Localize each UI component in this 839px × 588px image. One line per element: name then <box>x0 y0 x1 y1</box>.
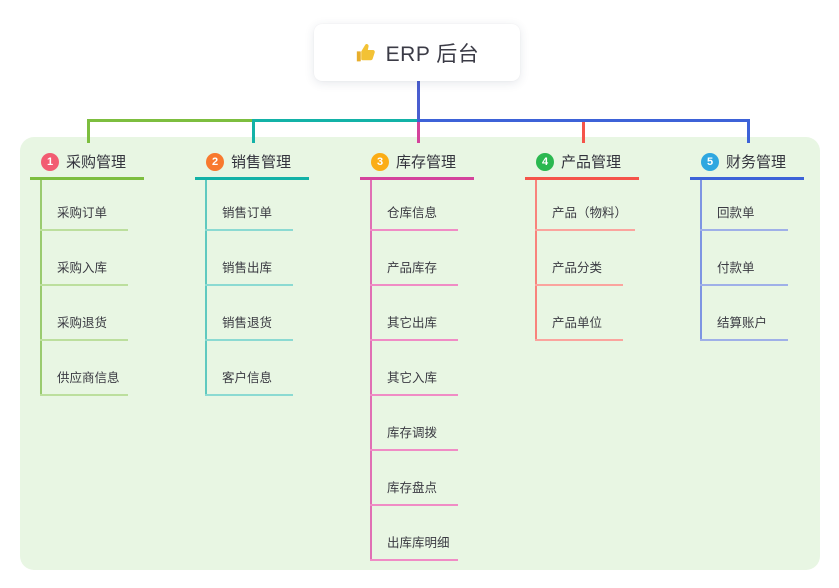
branch-node-3[interactable]: 3 库存管理 <box>360 146 474 180</box>
child-node[interactable]: 采购退货 <box>40 315 128 341</box>
branch-index-badge: 2 <box>206 152 224 171</box>
connector-line <box>417 119 420 143</box>
branch-index-badge: 3 <box>371 152 389 171</box>
root-title: ERP 后台 <box>385 42 480 66</box>
connector-line <box>252 119 417 122</box>
branch-node-4[interactable]: 4 产品管理 <box>525 146 639 180</box>
branch-title: 财务管理 <box>726 154 787 171</box>
branch-index-badge: 1 <box>41 152 59 171</box>
child-node[interactable]: 出库库明细 <box>370 535 458 561</box>
root-node[interactable]: ERP 后台 <box>314 24 520 81</box>
child-rail-line <box>535 178 537 341</box>
child-node[interactable]: 采购入库 <box>40 260 128 286</box>
branch-title: 销售管理 <box>231 154 292 171</box>
branch-index-badge: 5 <box>701 152 719 171</box>
child-node[interactable]: 客户信息 <box>205 370 293 396</box>
child-node[interactable]: 仓库信息 <box>370 205 458 231</box>
branch-index-badge: 4 <box>536 152 554 171</box>
child-rail-line <box>205 178 207 396</box>
mindmap-background-panel <box>20 137 820 570</box>
connector-line <box>582 119 585 143</box>
child-node[interactable]: 供应商信息 <box>40 370 128 396</box>
child-node[interactable]: 其它入库 <box>370 370 458 396</box>
branch-title: 库存管理 <box>396 154 457 171</box>
branch-node-5[interactable]: 5 财务管理 <box>690 146 804 180</box>
child-node[interactable]: 其它出库 <box>370 315 458 341</box>
child-node[interactable]: 回款单 <box>700 205 788 231</box>
child-node[interactable]: 付款单 <box>700 260 788 286</box>
connector-line <box>417 119 750 122</box>
child-node[interactable]: 产品（物料） <box>535 205 636 231</box>
branch-node-2[interactable]: 2 销售管理 <box>195 146 309 180</box>
child-rail-line <box>700 178 702 341</box>
thumbs-up-icon <box>355 42 377 64</box>
connector-line <box>417 81 420 119</box>
child-rail-line <box>40 178 42 396</box>
connector-line <box>747 119 750 143</box>
child-node[interactable]: 库存调拨 <box>370 425 458 451</box>
connector-line <box>87 119 90 143</box>
child-node[interactable]: 销售出库 <box>205 260 293 286</box>
child-node[interactable]: 结算账户 <box>700 315 788 341</box>
branch-title: 产品管理 <box>561 154 622 171</box>
child-node[interactable]: 采购订单 <box>40 205 128 231</box>
child-rail-line <box>370 178 372 561</box>
child-node[interactable]: 销售退货 <box>205 315 293 341</box>
child-node[interactable]: 库存盘点 <box>370 480 458 506</box>
child-node[interactable]: 产品库存 <box>370 260 458 286</box>
child-node[interactable]: 销售订单 <box>205 205 293 231</box>
child-node[interactable]: 产品分类 <box>535 260 623 286</box>
connector-line <box>252 119 255 143</box>
child-node[interactable]: 产品单位 <box>535 315 623 341</box>
branch-title: 采购管理 <box>66 154 127 171</box>
connector-line <box>87 119 252 122</box>
branch-node-1[interactable]: 1 采购管理 <box>30 146 144 180</box>
